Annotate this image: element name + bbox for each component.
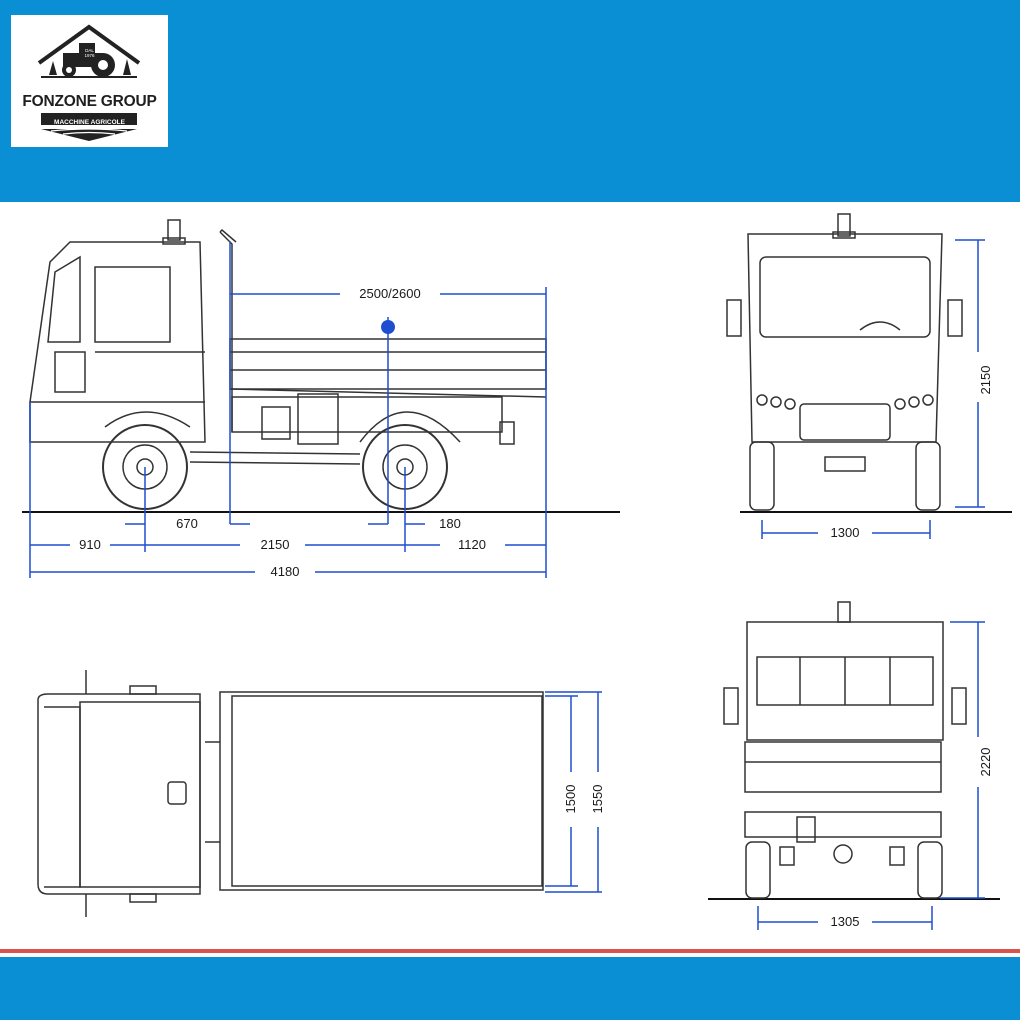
technical-drawing: 2500/2600 670 180 910 2150 1120 4180 215 <box>22 213 1012 930</box>
top-view <box>37 670 544 917</box>
dim-front-overhang: 910 <box>79 537 101 552</box>
dim-rear-track: 1305 <box>831 914 860 929</box>
company-name: FONZONE GROUP SRL <box>22 93 157 128</box>
logo-emblem <box>37 24 141 141</box>
dim-front-height: 2150 <box>978 366 993 395</box>
dim-top-outer-width: 1550 <box>590 785 605 814</box>
rear-view-dimensions <box>757 621 985 930</box>
dim-front-to-axle: 670 <box>176 516 198 531</box>
rear-view <box>708 601 1000 900</box>
dim-front-track: 1300 <box>831 525 860 540</box>
footer-band <box>0 957 1020 1020</box>
dim-body-length: 2500/2600 <box>359 286 420 301</box>
side-view-dimensions <box>29 242 547 578</box>
side-view <box>22 219 620 513</box>
dim-rear-to-axle: 180 <box>439 516 461 531</box>
accent-stripe <box>0 949 1020 953</box>
front-view-dimensions <box>761 239 985 539</box>
header-band <box>0 0 1020 202</box>
dim-rear-height: 2220 <box>978 748 993 777</box>
dim-rear-overhang: 1120 <box>458 537 486 552</box>
dim-wheelbase: 2150 <box>261 537 290 552</box>
company-tagline: MACCHINE AGRICOLE <box>54 119 125 126</box>
dim-overall-length: 4180 <box>271 564 300 579</box>
since-badge: DAL 1976 <box>11 48 168 58</box>
top-view-dimensions <box>545 691 602 893</box>
front-view <box>726 213 1012 513</box>
dim-top-inner-width: 1500 <box>563 785 578 814</box>
since-label: DAL <box>85 48 94 53</box>
since-year: 1976 <box>84 53 95 58</box>
company-logo: DAL 1976 FONZONE GROUP SRL MACCHINE AGRI… <box>11 15 168 147</box>
